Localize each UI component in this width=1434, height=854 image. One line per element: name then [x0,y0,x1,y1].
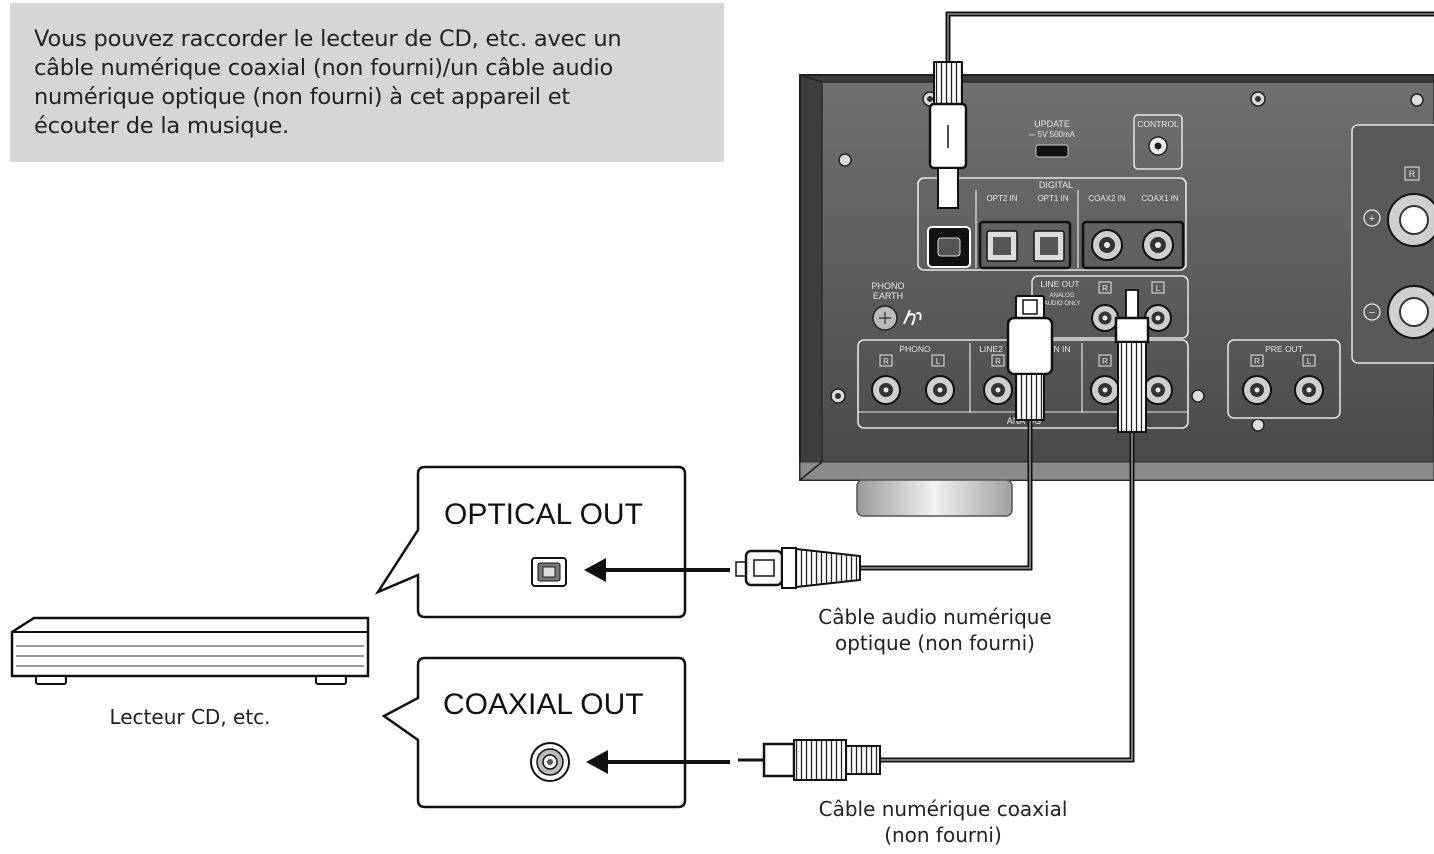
line2-r-jack[interactable] [983,375,1013,405]
svg-text:R: R [995,357,1001,366]
update-spec-label: ⎓ 5V 500mA [1029,130,1076,139]
coax1-in-jack[interactable] [1142,229,1174,261]
optical-cable [735,295,1054,589]
opt2-in-label: OPT2 IN [986,194,1017,203]
svg-text:+: + [1369,213,1375,225]
foot [856,479,1013,517]
coaxial-cable-label: Câble numérique coaxial (non fourni) [818,797,1068,847]
pre-out-group [1227,339,1341,419]
line1-r-jack[interactable] [1090,375,1120,405]
coaxial-out-jack-icon [530,742,570,782]
optical-out-label: OPTICAL OUT [444,498,643,531]
intro-line-3: numérique optique (non fourni) à cet app… [34,84,571,110]
speaker-plus-terminal[interactable] [1387,193,1434,247]
line-out-l-jack[interactable] [1144,304,1172,332]
opt1-in-label: OPT1 IN [1037,194,1068,203]
svg-text:−: − [1369,307,1375,319]
speaker-minus-terminal[interactable] [1387,285,1434,339]
coaxial-arrow-icon [586,750,730,774]
intro-line-4: écouter de la musique. [34,113,290,139]
svg-text:R: R [1102,284,1108,293]
line1-label: N IN [1054,344,1071,354]
optical-out-port-icon [531,557,567,587]
line-out-r-jack[interactable] [1091,304,1119,332]
phono-r-jack[interactable] [871,375,901,405]
screw-icon [830,91,1424,432]
pre-out-l-jack[interactable] [1294,375,1324,405]
svg-text:R: R [1409,169,1416,179]
digital-group [917,177,1187,271]
line1-l-jack[interactable] [1143,375,1173,405]
svg-text:ANALOG: ANALOG [1049,293,1074,299]
coax1-in-label: COAX1 IN [1141,194,1179,203]
coax2-in-label: COAX2 IN [1088,194,1126,203]
svg-text:R: R [1254,357,1260,366]
line-out-label: LINE OUT [1040,279,1079,289]
opt2-in-port[interactable] [986,230,1018,262]
cd-player-icon [10,616,370,685]
coaxial-cable [738,289,1150,781]
optical-arrow-icon [584,558,730,582]
intro-line-2: câble numérique coaxial (non fourni)/un … [34,55,614,81]
intro-box: Vous pouvez raccorder le lecteur de CD, … [10,3,724,162]
svg-text:R: R [1102,357,1108,366]
device-label: Lecteur CD, etc. [109,705,271,729]
update-label: UPDATE [1034,119,1070,129]
line2-label: LINE2 [979,344,1003,354]
svg-text:AUDIO ONLY: AUDIO ONLY [1044,301,1081,307]
amplifier-rear-panel: UPDATE ⎓ 5V 500mA CONTROL DIGITAL OPT2 I… [799,74,1434,517]
svg-text:L: L [1307,357,1312,366]
coax2-in-jack[interactable] [1091,229,1123,261]
usb-cable [928,11,1434,209]
coaxial-out-label: COAXIAL OUT [443,688,644,721]
earth-icon [903,309,922,326]
svg-text:L: L [936,357,941,366]
phono-label: PHONO [899,344,931,354]
svg-text:L: L [1156,284,1161,293]
coaxial-out-callout [381,656,687,809]
phono-l-jack[interactable] [925,375,955,405]
svg-text:R: R [883,357,889,366]
optical-out-callout [374,465,687,619]
intro-line-1: Vous pouvez raccorder le lecteur de CD, … [34,26,622,52]
pre-out-r-jack[interactable] [1242,375,1272,405]
control-label: CONTROL [1137,119,1179,129]
optical-cable-label: Câble audio numérique optique (non fourn… [818,605,1052,655]
phono-earth-label: PHONO [871,281,904,291]
digital-label: DIGITAL [1039,180,1073,190]
opt1-in-port[interactable] [1033,230,1065,262]
pre-out-label: PRE OUT [1265,344,1303,354]
usb-port[interactable] [1035,144,1069,158]
svg-text:EARTH: EARTH [873,291,903,301]
